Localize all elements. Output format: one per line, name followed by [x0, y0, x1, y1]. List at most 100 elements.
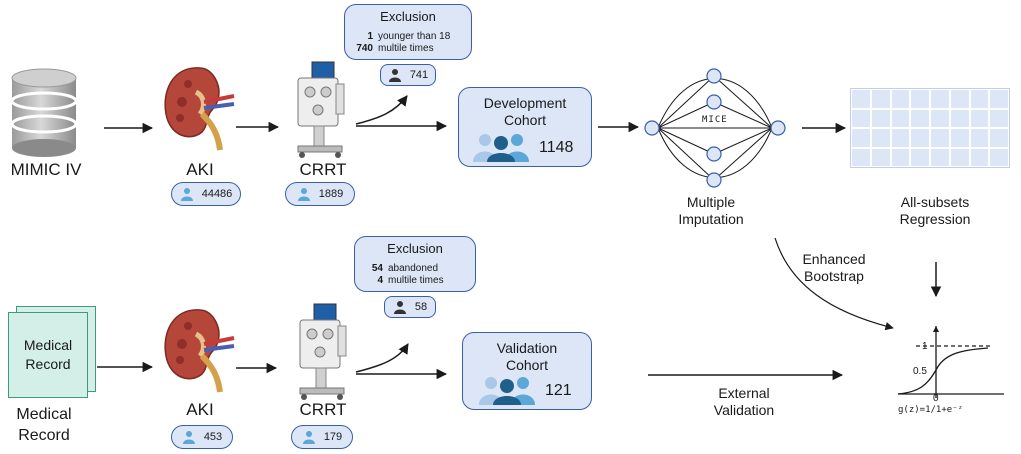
- development-cohort-title-1: Development: [483, 95, 567, 111]
- grid-cell: [930, 89, 950, 109]
- exclusion-count-bottom: 58: [414, 301, 428, 313]
- grid-cell: [949, 147, 970, 167]
- aki-count-top: 44486: [201, 188, 233, 200]
- grid-cell: [870, 147, 891, 167]
- grid-cell: [890, 108, 911, 128]
- exclusion-title-bottom: Exclusion: [387, 241, 443, 256]
- bootstrap-label-2: Bootstrap: [804, 268, 864, 284]
- validation-cohort-count: 121: [545, 382, 572, 399]
- grid-cell: [989, 128, 1009, 148]
- imputation-label-2: Imputation: [678, 211, 744, 227]
- grid-cell: [930, 147, 950, 167]
- sigmoid-tick-0: 0: [933, 393, 939, 404]
- grid-cell: [969, 128, 990, 148]
- exclusion-title-top: Exclusion: [380, 9, 436, 24]
- person-icon: [393, 301, 406, 314]
- arrow-crrt2-to-exclusion: [355, 343, 409, 373]
- grid-cell: [890, 89, 911, 109]
- record-box-label: Medical Record: [23, 337, 73, 372]
- grid-cell: [910, 89, 930, 109]
- external-validation-label-1: External: [718, 385, 770, 401]
- mice-network-diagram: [644, 68, 786, 188]
- grid-cell: [910, 147, 930, 167]
- grid-cell: [949, 89, 970, 109]
- grid-cell: [930, 128, 950, 148]
- crrt-label-top: CRRT: [299, 160, 347, 179]
- person-icon: [297, 188, 310, 201]
- grid-cell: [851, 128, 871, 148]
- mimic-label: MIMIC IV: [10, 160, 82, 179]
- aki-label-bottom: AKI: [186, 400, 214, 419]
- bootstrap-label-1: Enhanced: [802, 251, 866, 267]
- grid-cell: [949, 128, 970, 148]
- grid-cell: [851, 89, 871, 109]
- person-icon: [388, 69, 401, 82]
- grid-cell: [870, 128, 891, 148]
- crrt-count-badge-bottom: 179: [291, 425, 353, 449]
- validation-cohort-title-2: Cohort: [505, 357, 549, 373]
- record-caption: Medical Record: [16, 406, 72, 444]
- grid-cell: [969, 108, 990, 128]
- crrt-count-top: 1889: [318, 188, 344, 200]
- person-icon: [182, 431, 195, 444]
- grid-cell: [969, 89, 990, 109]
- exclusion-count-top: 741: [409, 69, 429, 81]
- sigmoid-plot: [897, 326, 1004, 398]
- validation-cohort-box: Validation Cohort 121: [462, 332, 592, 410]
- aki-label-top: AKI: [186, 160, 214, 179]
- grid-cell: [989, 89, 1009, 109]
- development-cohort-title-2: Cohort: [503, 112, 547, 128]
- grid-cell: [870, 89, 891, 109]
- database-icon: [10, 68, 78, 157]
- development-cohort-count: 1148: [539, 139, 574, 156]
- exclusion-count-badge-bottom: 58: [384, 296, 436, 318]
- crrt-count-badge-top: 1889: [285, 182, 355, 206]
- medical-record-icon: Medical Record: [8, 312, 88, 398]
- external-validation-label-2: Validation: [713, 402, 775, 418]
- development-cohort-box: Development Cohort 1148: [458, 87, 592, 167]
- people-group-icon: [479, 377, 535, 405]
- grid-cell: [989, 147, 1009, 167]
- person-icon: [180, 188, 193, 201]
- kidney-icon: [164, 309, 235, 393]
- crrt-count-bottom: 179: [323, 431, 343, 443]
- aki-count-bottom: 453: [203, 431, 223, 443]
- grid-cell: [851, 147, 871, 167]
- arrow-crrt-to-exclusion: [355, 95, 408, 125]
- regression-label-2: Regression: [899, 211, 971, 227]
- grid-cell: [930, 108, 950, 128]
- person-icon: [302, 431, 315, 444]
- grid-cell: [910, 128, 930, 148]
- grid-cell: [989, 108, 1009, 128]
- validation-cohort-title-1: Validation: [496, 340, 558, 356]
- grid-cell: [910, 108, 930, 128]
- regression-grid: [850, 88, 1010, 168]
- grid-cell: [890, 128, 911, 148]
- kidney-icon: [164, 67, 235, 151]
- crrt-machine-icon: [299, 303, 347, 400]
- arrow-bootstrap-curve: [774, 237, 894, 331]
- aki-count-badge-top: 44486: [171, 182, 241, 206]
- imputation-label-1: Multiple: [686, 194, 736, 210]
- grid-cell: [969, 147, 990, 167]
- grid-cell: [890, 147, 911, 167]
- sigmoid-tick-1: 1: [922, 341, 928, 352]
- regression-label-1: All-subsets: [900, 194, 970, 210]
- grid-cell: [851, 108, 871, 128]
- people-group-icon: [473, 134, 529, 162]
- grid-cell: [949, 108, 970, 128]
- sigmoid-tick-05: 0.5: [913, 366, 927, 377]
- crrt-machine-icon: [297, 61, 345, 158]
- exclusion-count-badge-top: 741: [380, 64, 436, 86]
- aki-count-badge-bottom: 453: [171, 425, 233, 449]
- sigmoid-formula: g(z)=1/1+e⁻ᶻ: [898, 405, 964, 415]
- grid-cell: [870, 108, 891, 128]
- mice-node-label: MICE: [702, 115, 728, 125]
